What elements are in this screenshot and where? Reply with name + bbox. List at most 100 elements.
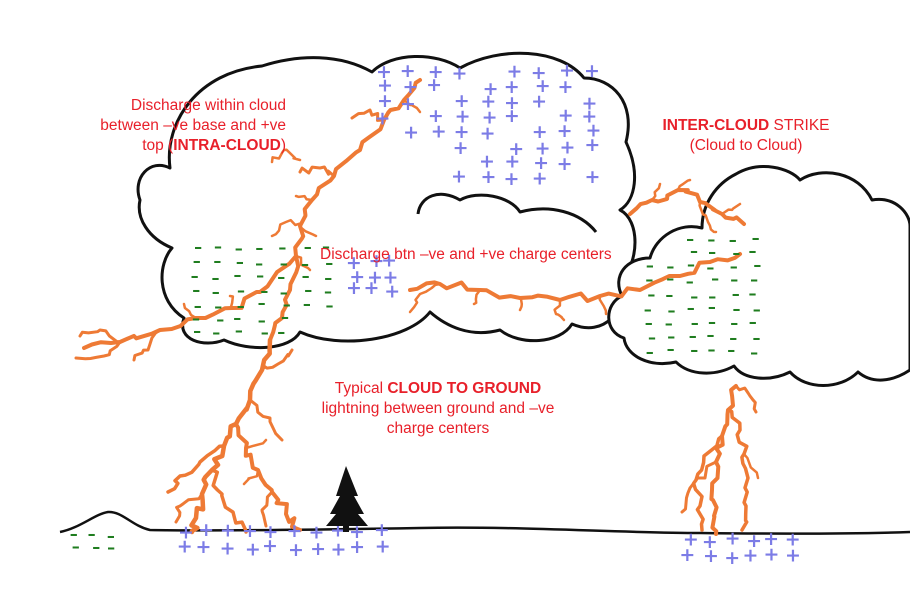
ctg-line3: charge centers (386, 420, 490, 437)
intra-cloud-label: Discharge within cloud between –ve base … (40, 96, 286, 156)
negative-charge: – (687, 298, 695, 317)
positive-charge: + (349, 266, 365, 288)
positive-charge: + (375, 535, 391, 557)
inter-cloud-line2: (Cloud to Cloud) (689, 137, 803, 154)
negative-charge: – (193, 322, 201, 341)
negative-charge: – (648, 328, 656, 347)
negative-charge: – (646, 343, 654, 362)
positive-charge: + (531, 90, 547, 112)
lightning-stroke (742, 452, 760, 480)
positive-charge: + (560, 137, 576, 159)
positive-charge: + (581, 106, 597, 128)
positive-charge: + (454, 90, 470, 112)
positive-charge: + (557, 120, 573, 142)
negative-charge: – (280, 283, 288, 302)
positive-charge: + (743, 544, 759, 566)
negative-charge: – (260, 282, 268, 301)
negative-charge: – (690, 242, 698, 261)
positive-charge: + (724, 547, 740, 569)
positive-charge: + (310, 538, 326, 560)
positive-charge: + (367, 267, 383, 289)
cloud-to-ground-label: Typical CLOUD TO GROUND lightning betwee… (286, 379, 590, 439)
positive-charge: + (220, 538, 236, 560)
negative-charge: – (665, 314, 673, 333)
positive-charge: + (504, 105, 520, 127)
negative-charge: – (687, 255, 695, 274)
positive-charge: + (309, 522, 325, 544)
positive-charge: + (764, 544, 780, 566)
positive-charge: + (504, 92, 520, 114)
charge-centers-label: Discharge btn –ve and +ve charge centers (320, 245, 720, 265)
positive-charge: + (381, 250, 397, 272)
positive-charge: + (177, 535, 193, 557)
negative-charge: – (72, 537, 80, 556)
positive-charge: + (288, 539, 304, 561)
lightning-stroke (210, 468, 248, 534)
negative-charge: – (214, 237, 222, 256)
right-cloud (607, 165, 910, 387)
positive-charge: + (483, 78, 499, 100)
negative-charge: – (645, 270, 653, 289)
negative-charge: – (324, 282, 332, 301)
positive-charge: + (263, 521, 279, 543)
negative-charge: – (214, 297, 222, 316)
negative-charge: – (107, 526, 115, 545)
lightning-stroke (408, 252, 742, 303)
negative-charge: – (212, 283, 220, 302)
lightning-stroke (676, 178, 692, 192)
lightning-stroke (228, 294, 235, 310)
negative-charge: – (281, 308, 289, 327)
positive-charge: + (428, 105, 444, 127)
negative-charge: – (194, 297, 202, 316)
negative-charge: – (107, 538, 115, 557)
positive-charge: + (364, 277, 380, 299)
lightning-stroke (189, 337, 273, 535)
negative-charge: – (732, 285, 740, 304)
negative-charge: – (192, 281, 200, 300)
lightning-stroke (294, 194, 314, 202)
lightning-stroke (244, 438, 268, 450)
positive-charge: + (746, 530, 762, 552)
negative-charge: – (708, 287, 716, 306)
positive-charge: + (584, 134, 600, 156)
positive-charge: + (245, 539, 261, 561)
negative-charge: – (690, 287, 698, 306)
negative-charge: – (667, 339, 675, 358)
positive-charge: + (220, 520, 236, 542)
lightning-stroke (74, 340, 122, 361)
negative-charge: – (258, 293, 266, 312)
positive-charge: + (403, 122, 419, 144)
positive-charge: + (558, 76, 574, 98)
positive-charge: + (763, 528, 779, 550)
negative-charge: – (647, 285, 655, 304)
intra-cloud-line2: between –ve base and +ve (100, 117, 286, 134)
positive-charge: + (196, 536, 212, 558)
lightning-stroke (242, 468, 260, 486)
negative-charge: – (711, 269, 719, 288)
positive-charge: + (368, 250, 384, 272)
positive-charge: + (504, 151, 520, 173)
positive-charge: + (480, 90, 496, 112)
negative-charge: – (261, 323, 269, 342)
positive-charge: + (286, 520, 302, 542)
positive-charge: + (198, 519, 214, 541)
positive-charge: + (679, 544, 695, 566)
negative-charge: – (324, 269, 332, 288)
positive-charge: + (702, 531, 718, 553)
negative-charge: – (255, 254, 263, 273)
negative-charge: – (280, 254, 288, 273)
positive-charge: + (683, 529, 699, 551)
negative-charge: – (691, 313, 699, 332)
positive-charge: + (481, 166, 497, 188)
lightning-stroke (553, 298, 566, 322)
positive-charge: + (400, 60, 416, 82)
negative-charge: – (236, 253, 244, 272)
positive-charge: + (451, 165, 467, 187)
positive-charge: + (480, 122, 496, 144)
negative-charge: – (255, 238, 263, 257)
lightning-stroke (182, 302, 198, 320)
positive-charge: + (242, 520, 258, 542)
negative-charge: – (753, 300, 761, 319)
positive-charge: + (349, 521, 365, 543)
